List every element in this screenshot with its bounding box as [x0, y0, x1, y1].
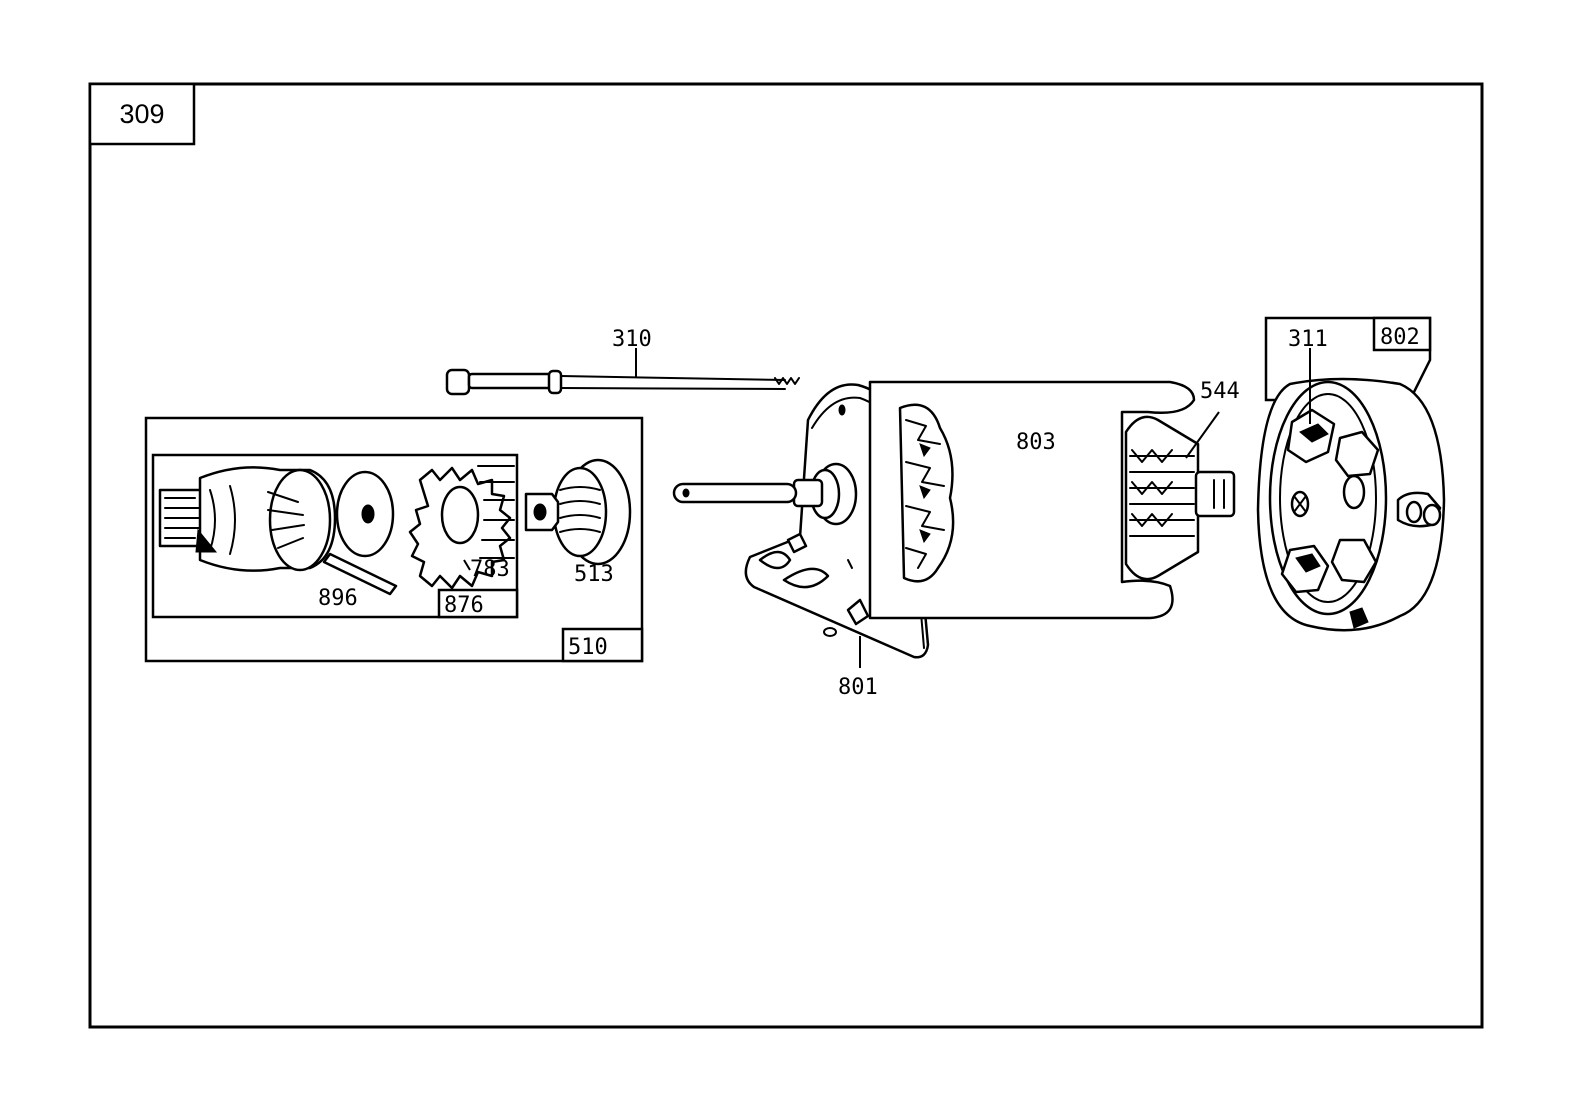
callout-513: 513: [574, 562, 614, 587]
gear-783: [408, 465, 515, 590]
end-cap-box-802: [1264, 316, 1432, 402]
motor-housing-803: [868, 380, 1196, 620]
clutch-housing-part: [158, 466, 337, 572]
retainer-513: [524, 458, 632, 566]
commutator-544: [1124, 411, 1236, 581]
callout-510: 510: [568, 635, 608, 660]
callout-310: 310: [612, 327, 652, 352]
page-number: 309: [119, 99, 164, 129]
end-cap-part: [1256, 348, 1446, 632]
through-bolt-310: [445, 348, 800, 396]
outer-frame: [88, 82, 1484, 1029]
washer-part: [335, 470, 395, 558]
callout-311: 311: [1288, 327, 1328, 352]
key-896: [322, 552, 398, 596]
callout-802: 802: [1380, 325, 1420, 350]
page-number-box: [88, 82, 196, 146]
callout-803: 803: [1016, 430, 1056, 455]
callout-544: 544: [1200, 379, 1240, 404]
callout-783: 783: [470, 557, 510, 582]
callout-896: 896: [318, 586, 358, 611]
callout-801: 801: [838, 675, 878, 700]
callout-876: 876: [444, 593, 484, 618]
